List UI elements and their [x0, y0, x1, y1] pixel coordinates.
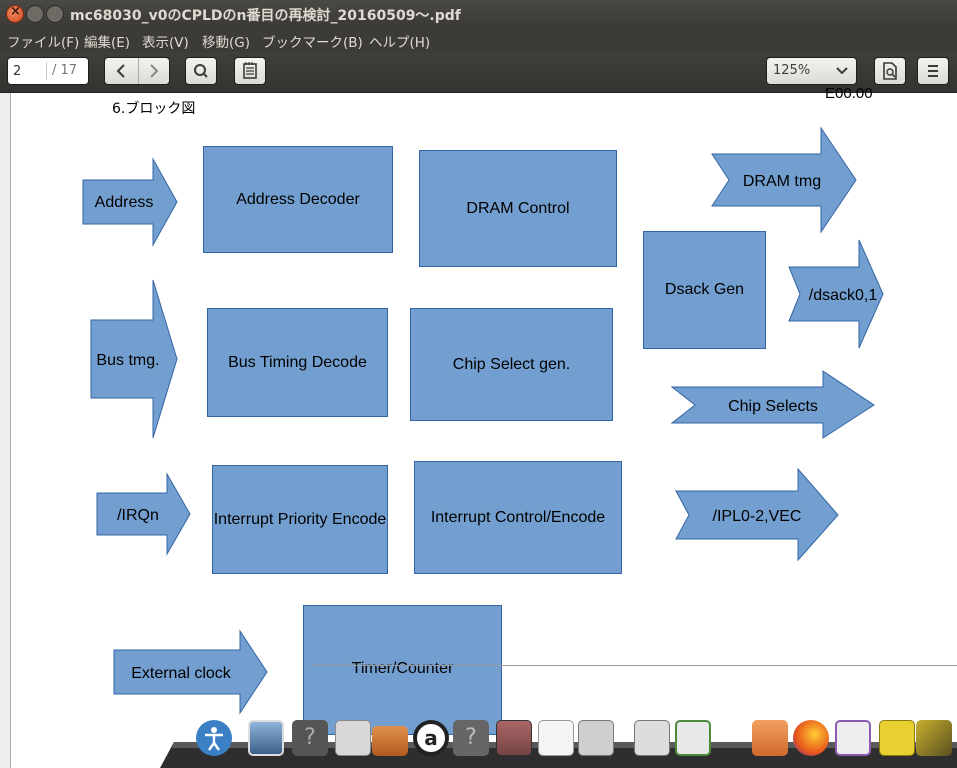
annotations-button[interactable] — [234, 57, 266, 85]
chevron-left-icon — [116, 64, 125, 78]
output-label-chip-selects: Chip Selects — [728, 398, 818, 415]
window-title: mc68030_v0のCPLDのn番目の再検討_20160509〜.pdf — [70, 8, 461, 24]
menu-edit[interactable]: 編集(E) — [84, 35, 131, 51]
block-interrupt-control-encode: Interrupt Control/Encode — [414, 461, 622, 574]
zoom-select[interactable]: 125% — [766, 57, 857, 85]
next-page-button[interactable] — [138, 58, 170, 84]
page-divider-line — [311, 665, 957, 666]
maximize-window-button[interactable] — [46, 5, 64, 23]
menu-bookmarks[interactable]: ブックマーク(B) — [262, 35, 363, 51]
output-label-dram-tmg: DRAM tmg — [743, 173, 821, 190]
output-label-dsack: /dsack0,1 — [809, 287, 878, 304]
image-viewer-icon[interactable] — [248, 720, 284, 756]
document-icon[interactable] — [538, 720, 574, 756]
page-total: / 17 — [52, 63, 78, 78]
help-icon[interactable]: ? — [292, 720, 328, 756]
hamburger-icon — [928, 65, 938, 77]
calculator-icon[interactable] — [634, 720, 670, 756]
zoom-value: 125% — [773, 63, 811, 78]
document-search-icon — [883, 62, 897, 80]
window-icon[interactable] — [835, 720, 871, 756]
address-arrow — [82, 157, 178, 247]
search-button[interactable] — [185, 57, 217, 85]
presentation-icon[interactable] — [675, 720, 711, 756]
page-separator — [46, 62, 47, 80]
chip-selects-arrow — [670, 370, 875, 439]
main-menu-button[interactable] — [917, 57, 949, 85]
block-dsack-gen: Dsack Gen — [643, 231, 766, 349]
text-editor-icon[interactable] — [335, 720, 371, 756]
chevron-down-icon — [836, 67, 848, 75]
bus-tmg-arrow — [90, 279, 178, 439]
output-label-ipl-vec: /IPL0-2,VEC — [713, 508, 802, 525]
block-interrupt-priority-encode: Interrupt Priority Encode — [212, 465, 388, 574]
ipl-vec-arrow — [675, 467, 839, 562]
menu-view[interactable]: 表示(V) — [142, 35, 189, 51]
menu-file[interactable]: ファイル(F) — [7, 35, 80, 51]
page-selector: / 17 — [7, 57, 89, 85]
camera-icon[interactable] — [578, 720, 614, 756]
window-titlebar: mc68030_v0のCPLDのn番目の再検討_20160509〜.pdf — [0, 0, 957, 27]
block-address-decoder: Address Decoder — [203, 146, 393, 253]
amazon-icon[interactable]: a — [413, 720, 449, 756]
firefox-icon[interactable] — [793, 720, 829, 756]
document-reference: E00.00 — [825, 85, 873, 102]
document-viewport[interactable]: E00.00 6.ブロック図 Address Bus tmg. /IRQn Ex… — [0, 85, 957, 768]
menu-bar: ファイル(F) 編集(E) 表示(V) 移動(G) ブックマーク(B) ヘルプ(… — [0, 27, 957, 52]
dock: ? a ? — [160, 712, 957, 768]
accessibility-icon[interactable] — [196, 720, 232, 756]
dram-tmg-arrow — [711, 126, 857, 234]
block-timer-counter: Timer/Counter — [303, 605, 502, 735]
block-chip-select-gen: Chip Select gen. — [410, 308, 613, 421]
dsack-arrow — [788, 239, 884, 349]
chevron-right-icon — [150, 64, 159, 78]
input-label-external-clock: External clock — [131, 665, 232, 682]
previous-page-button[interactable] — [105, 58, 139, 84]
page-nav-group — [104, 57, 170, 85]
document-properties-button[interactable] — [874, 57, 906, 85]
minimize-window-button[interactable] — [26, 5, 44, 23]
menu-help[interactable]: ヘルプ(H) — [369, 35, 431, 51]
section-heading: 6.ブロック図 — [112, 101, 196, 117]
toolbar: / 17 125% — [0, 52, 957, 93]
help-icon-2[interactable]: ? — [453, 720, 489, 756]
photo-icon[interactable] — [916, 720, 952, 756]
backup-folder-icon[interactable] — [752, 720, 788, 756]
pdf-page: E00.00 6.ブロック図 Address Bus tmg. /IRQn Ex… — [10, 85, 957, 768]
input-label-bus-tmg: Bus tmg. — [96, 352, 159, 369]
puzzle-icon[interactable] — [879, 720, 915, 756]
close-window-button[interactable] — [6, 4, 24, 23]
external-clock-arrow — [113, 629, 268, 715]
block-dram-control: DRAM Control — [419, 150, 617, 267]
input-label-irqn: /IRQn — [117, 507, 159, 524]
search-icon — [194, 64, 208, 78]
page-number-input[interactable] — [11, 61, 51, 81]
accessibility-figure — [205, 727, 223, 751]
irqn-arrow — [96, 472, 191, 556]
briefcase-icon[interactable] — [372, 726, 408, 756]
file-manager-icon[interactable] — [496, 720, 532, 756]
menu-go[interactable]: 移動(G) — [202, 35, 250, 51]
notes-icon — [243, 62, 257, 79]
block-bus-timing-decode: Bus Timing Decode — [207, 308, 388, 417]
arrow-layer: Address Bus tmg. /IRQn External clock DR… — [82, 126, 884, 715]
input-label-address: Address — [95, 194, 154, 211]
